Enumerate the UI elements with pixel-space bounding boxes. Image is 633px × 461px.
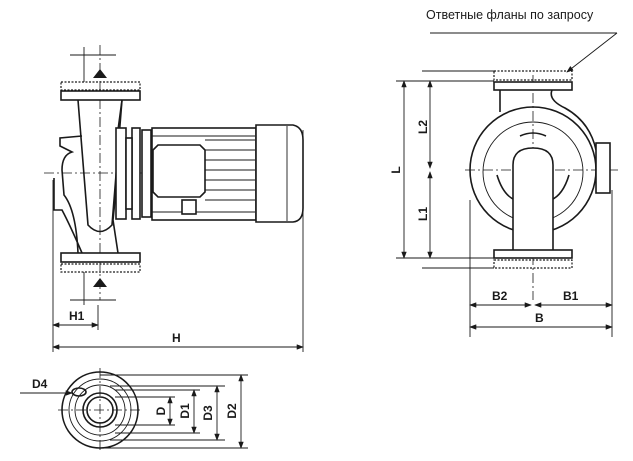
dim-b2-label: B2 xyxy=(492,289,508,303)
side-view: H1 H xyxy=(44,45,304,352)
dim-d-label: D xyxy=(154,406,168,415)
dim-l-label: L xyxy=(389,166,403,173)
dim-d2-label: D2 xyxy=(225,403,239,419)
dim-d1-label: D1 xyxy=(178,403,192,419)
terminal-box xyxy=(152,144,206,198)
dim-h1-label: H1 xyxy=(69,309,85,323)
front-view: Ответные фланы по запросу L L2 L1 B2 B1 xyxy=(389,8,618,337)
fan-cover xyxy=(255,124,304,223)
dim-b-label: B xyxy=(535,311,544,325)
dim-l2-label: L2 xyxy=(416,120,430,134)
dim-h-label: H xyxy=(172,331,181,345)
dim-d3-label: D3 xyxy=(201,405,215,421)
dim-l1-label: L1 xyxy=(416,207,430,221)
dim-d4-label: D4 xyxy=(32,377,48,391)
dim-b1-label: B1 xyxy=(563,289,579,303)
flow-arrow-up-icon xyxy=(93,69,107,78)
flow-arrow-down-icon xyxy=(93,278,107,287)
flange-view: D4 D D1 D3 D2 xyxy=(20,368,248,452)
bolt-hole xyxy=(71,387,87,397)
counter-flanges-note: Ответные фланы по запросу xyxy=(426,8,594,22)
